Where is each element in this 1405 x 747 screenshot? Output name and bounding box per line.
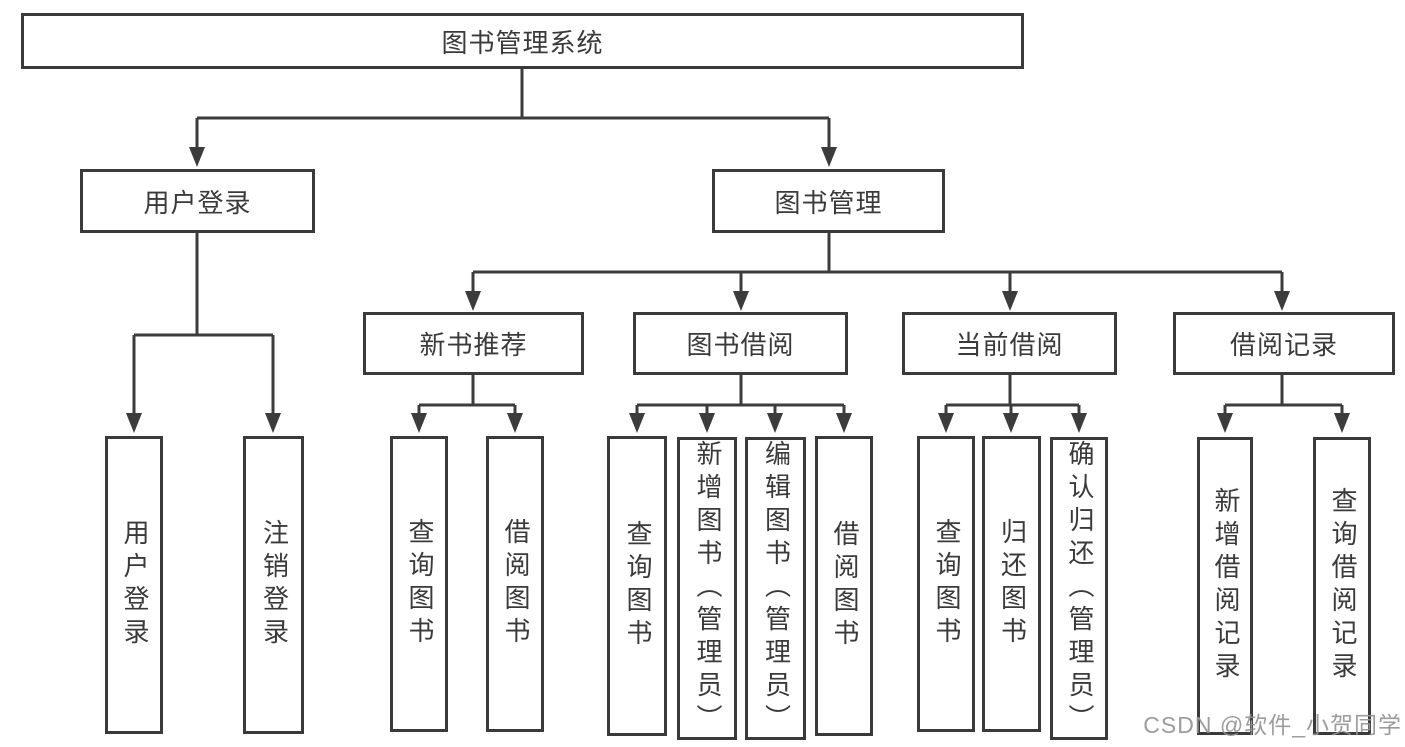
leaf-borrow-books-borrow-label: 借阅图书	[829, 520, 860, 652]
node-borrow-records: 借阅记录	[1173, 312, 1395, 375]
leaf-query-borrow-record: 查询借阅记录	[1313, 437, 1371, 735]
node-user-login: 用户登录	[80, 169, 315, 233]
arrowhead-icon	[836, 413, 852, 433]
leaf-add-borrow-record-label: 新增借阅记录	[1210, 487, 1241, 685]
node-new-book-recommend-label: 新书推荐	[419, 330, 528, 360]
arrowhead-icon	[1071, 413, 1087, 433]
leaf-borrow-books-recommend: 借阅图书	[486, 436, 544, 732]
arrowhead-icon	[733, 291, 749, 311]
node-new-book-recommend: 新书推荐	[363, 312, 584, 375]
connector-borrow-records	[1223, 375, 1344, 419]
leaf-query-books-current: 查询图书	[917, 436, 975, 732]
connector-book-management	[471, 233, 1284, 297]
leaf-borrow-books-borrow: 借阅图书	[815, 436, 873, 736]
leaf-edit-books-admin: 编辑图书（管理员）	[745, 437, 806, 740]
leaf-logout-login: 注销登录	[243, 436, 304, 734]
arrowhead-icon	[629, 413, 645, 433]
node-current-borrow: 当前借阅	[902, 312, 1117, 375]
leaf-confirm-return-admin: 确认归还（管理员）	[1050, 437, 1108, 740]
leaf-borrow-books-recommend-label: 借阅图书	[500, 518, 531, 650]
arrowhead-icon	[699, 413, 715, 433]
node-borrow-records-label: 借阅记录	[1229, 330, 1338, 360]
arrowhead-icon	[411, 413, 427, 433]
leaf-user-login: 用户登录	[105, 436, 163, 734]
arrowhead-icon	[507, 413, 523, 433]
arrowhead-icon	[126, 413, 142, 433]
leaf-query-borrow-record-label: 查询借阅记录	[1327, 487, 1358, 685]
node-book-management-label: 图书管理	[774, 187, 883, 218]
leaf-add-books-admin-label: 新增图书（管理员）	[692, 440, 723, 737]
arrowhead-icon	[1002, 291, 1018, 311]
node-current-borrow-label: 当前借阅	[955, 330, 1064, 360]
leaf-query-books-borrow-label: 查询图书	[622, 520, 653, 652]
leaf-return-books: 归还图书	[982, 436, 1041, 732]
node-book-borrow: 图书借阅	[633, 312, 848, 375]
node-book-borrow-label: 图书借阅	[686, 330, 795, 360]
arrowhead-icon	[1217, 413, 1233, 433]
connector-new-book-recommend	[417, 375, 517, 419]
leaf-query-books-borrow: 查询图书	[607, 436, 667, 736]
arrowhead-icon	[938, 413, 954, 433]
arrowhead-icon	[1334, 413, 1350, 433]
leaf-query-books-current-label: 查询图书	[931, 518, 962, 650]
leaf-return-books-label: 归还图书	[997, 518, 1028, 650]
leaf-edit-books-admin-label: 编辑图书（管理员）	[761, 440, 792, 737]
arrowhead-icon	[465, 291, 481, 311]
watermark: CSDN @软件_小贺同学	[1143, 712, 1402, 738]
connector-current-borrow	[944, 375, 1081, 419]
leaf-logout-login-label: 注销登录	[259, 519, 290, 651]
arrowhead-icon	[265, 413, 281, 433]
connector-root	[195, 69, 831, 151]
connector-user-login	[132, 233, 275, 419]
node-book-management: 图书管理	[712, 169, 945, 233]
leaf-query-books-recommend-label: 查询图书	[404, 518, 435, 650]
root-node: 图书管理系统	[21, 13, 1024, 69]
leaf-user-login-label: 用户登录	[119, 519, 150, 651]
leaf-confirm-return-admin-label: 确认归还（管理员）	[1064, 440, 1095, 737]
node-user-login-label: 用户登录	[143, 187, 252, 218]
leaf-add-books-admin: 新增图书（管理员）	[677, 437, 737, 740]
arrowhead-icon	[189, 147, 205, 167]
connector-book-borrow	[635, 375, 846, 419]
arrowhead-icon	[1003, 413, 1019, 433]
arrowhead-icon	[821, 147, 837, 167]
leaf-add-borrow-record: 新增借阅记录	[1197, 437, 1253, 735]
arrowhead-icon	[1274, 291, 1290, 311]
leaf-query-books-recommend: 查询图书	[390, 436, 448, 732]
arrowhead-icon	[767, 413, 783, 433]
root-node-label: 图书管理系统	[441, 27, 604, 58]
